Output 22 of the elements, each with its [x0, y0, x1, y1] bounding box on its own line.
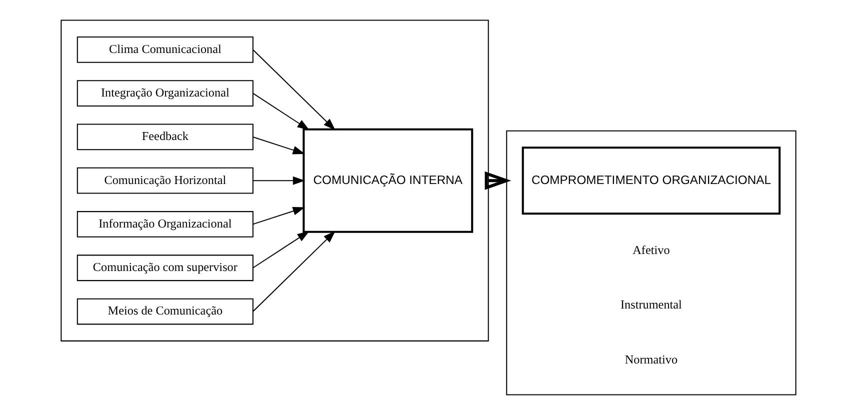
- arrow: [252, 230, 336, 312]
- arrow: [252, 206, 306, 225]
- arrow: [484, 171, 512, 190]
- node-box: Comunicação Horizontal: [76, 167, 254, 194]
- node-box: Informação Organizacional: [76, 211, 254, 238]
- node-box: Comunicação com supervisor: [76, 254, 254, 282]
- node-box: Feedback: [76, 124, 254, 150]
- label: Afetivo: [632, 242, 670, 257]
- arrow: [252, 231, 310, 268]
- label: Normativo: [624, 352, 678, 366]
- node-box: Meios de Comunicação: [76, 298, 254, 325]
- node-box: Clima Comunicacional: [76, 36, 254, 63]
- arrow: [252, 49, 336, 130]
- cluster: [506, 130, 796, 396]
- node-box: Integração Organizacional: [76, 80, 254, 107]
- node-box: COMPROMETIMENTO ORGANIZACIONAL: [522, 146, 781, 215]
- arrow: [252, 176, 306, 185]
- arrow: [252, 136, 306, 154]
- node-box: COMUNICAÇÃO INTERNA: [302, 128, 474, 233]
- cluster: [60, 20, 489, 342]
- label: Instrumental: [620, 298, 682, 312]
- arrow: [252, 92, 310, 130]
